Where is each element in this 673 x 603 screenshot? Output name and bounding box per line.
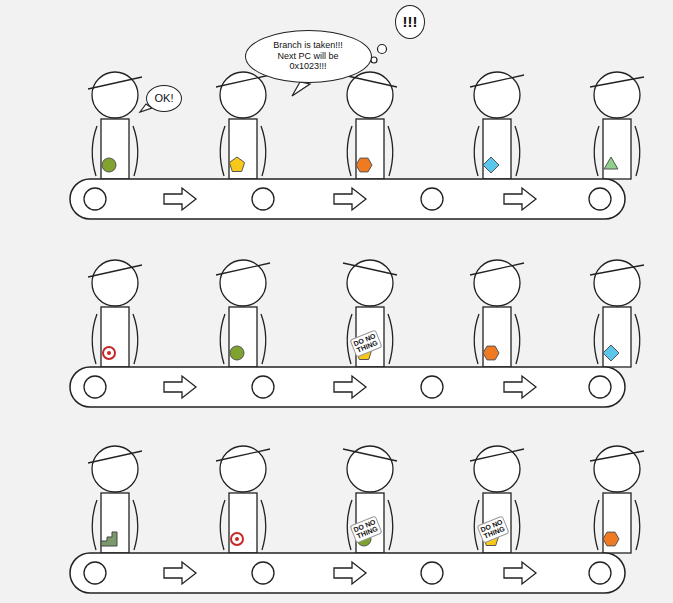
instruction-token bbox=[356, 158, 372, 172]
thought-dot bbox=[378, 45, 387, 54]
worker-figure bbox=[590, 260, 644, 367]
conveyor-belt bbox=[70, 553, 625, 593]
speech-bubble: Branch is taken!!! Next PC will be 0x102… bbox=[245, 30, 372, 83]
instruction-token bbox=[231, 533, 243, 545]
instruction-token bbox=[603, 532, 619, 546]
bubble-text: OK! bbox=[155, 92, 174, 105]
conveyor-belt bbox=[70, 367, 625, 407]
thought-bubble: !!! bbox=[395, 5, 425, 39]
instruction-token bbox=[102, 158, 116, 172]
worker-figure bbox=[590, 446, 644, 553]
instruction-token bbox=[603, 345, 619, 361]
bubble-text: !!! bbox=[403, 13, 418, 30]
worker-figure bbox=[343, 260, 397, 367]
bubble-tail bbox=[292, 82, 310, 96]
thought-dot bbox=[371, 57, 377, 63]
worker-figure bbox=[88, 72, 142, 179]
worker-figure bbox=[470, 446, 524, 553]
instruction-token bbox=[229, 157, 244, 172]
instruction-token bbox=[230, 346, 244, 360]
instruction-token bbox=[103, 347, 115, 359]
worker-figure bbox=[343, 446, 397, 553]
instruction-token bbox=[483, 157, 499, 173]
worker-figure bbox=[470, 260, 524, 367]
bubble-text: Branch is taken!!! Next PC will be 0x102… bbox=[267, 40, 349, 71]
worker-figure bbox=[216, 260, 270, 367]
instruction-token bbox=[483, 346, 499, 360]
worker-figure bbox=[216, 446, 270, 553]
worker-figure bbox=[590, 72, 644, 179]
instruction-token bbox=[101, 532, 117, 546]
worker-figure bbox=[343, 72, 397, 179]
worker-figure bbox=[470, 72, 524, 179]
worker-figure bbox=[88, 260, 142, 367]
speech-bubble: OK! bbox=[146, 85, 182, 112]
worker-figure bbox=[88, 446, 142, 553]
worker-figure bbox=[216, 72, 270, 179]
conveyor-belt bbox=[70, 179, 625, 219]
instruction-token bbox=[604, 157, 618, 169]
